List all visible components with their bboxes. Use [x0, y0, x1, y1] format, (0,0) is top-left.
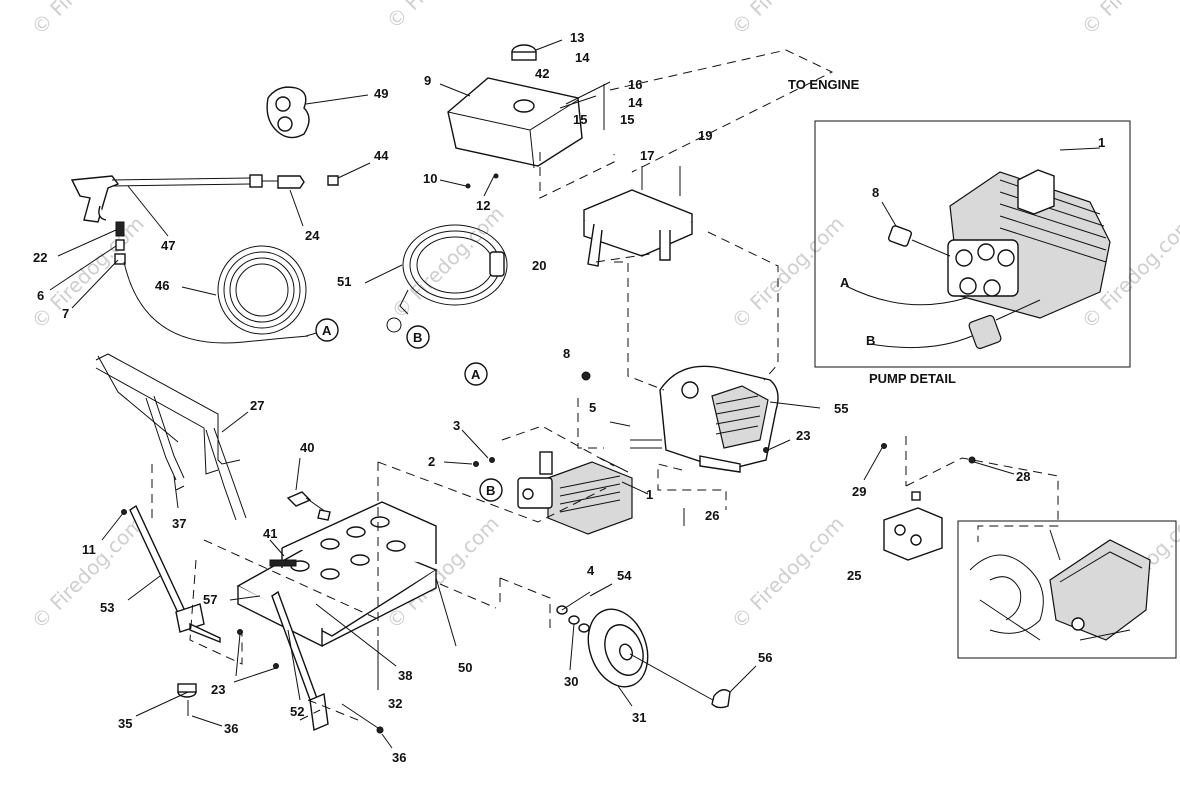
callout-31: 31 [632, 710, 646, 725]
pump-detail-caption: PUMP DETAIL [869, 371, 956, 386]
watermark: © Firedog.com [27, 511, 149, 633]
callout-47: 47 [161, 238, 175, 253]
circle-label-a: A [471, 367, 481, 382]
callout-19: 19 [698, 128, 712, 143]
part-40-bracket [286, 457, 331, 521]
callout-17: 17 [640, 148, 654, 163]
to-engine-caption: TO ENGINE [788, 77, 860, 92]
watermark: © Firedog.com [727, 211, 849, 333]
callout-40: 40 [300, 440, 314, 455]
callout-24: 24 [305, 228, 320, 243]
part-9-fuel-tank [439, 39, 611, 197]
parts-22-6-7-fittings [49, 221, 126, 309]
callout-9: 9 [424, 73, 431, 88]
callout-8: 8 [872, 185, 879, 200]
watermark: © Firedog.com [27, 0, 149, 40]
callout-35: 35 [118, 716, 132, 731]
callout-38: 38 [398, 668, 412, 683]
pump-detail-panel [814, 120, 1131, 368]
callout-26: 26 [705, 508, 719, 523]
callout-2: 2 [428, 454, 435, 469]
circle-callouts: A B A B [315, 317, 503, 502]
part-1-pump [517, 451, 649, 535]
watermark: © Firedog.com [382, 0, 504, 34]
callout-4: 4 [587, 563, 595, 578]
part-53-leg [129, 504, 221, 716]
part-49-nozzle-holder [266, 86, 369, 139]
part-31-wheel [556, 605, 731, 709]
detail-b-label: B [866, 333, 875, 348]
part-17-fuel-tank-bracket [583, 166, 693, 267]
part-51-garden-hose [364, 224, 508, 315]
part-46-high-pressure-hose [123, 245, 321, 344]
callout-27: 27 [250, 398, 264, 413]
callout-12: 12 [476, 198, 490, 213]
callout-50: 50 [458, 660, 472, 675]
callout-14: 14 [628, 95, 643, 110]
callout-16: 16 [628, 77, 642, 92]
callout-29: 29 [852, 484, 866, 499]
circle-label-a: A [322, 323, 332, 338]
callout-15: 15 [573, 112, 587, 127]
callout-30: 30 [564, 674, 578, 689]
callout-8: 8 [563, 346, 570, 361]
callout-55: 55 [834, 401, 848, 416]
callout-7: 7 [62, 306, 69, 321]
callout-5: 5 [589, 400, 596, 415]
part-27-handle [95, 353, 249, 521]
detail-a-label: A [840, 275, 850, 290]
callout-42: 42 [535, 66, 549, 81]
callout-22: 22 [33, 250, 47, 265]
callout-56: 56 [758, 650, 772, 665]
callout-10: 10 [423, 171, 437, 186]
callout-25: 25 [847, 568, 861, 583]
circle-label-b: B [486, 483, 495, 498]
watermark: © Firedog.com [27, 211, 149, 333]
part-25-cover [883, 491, 943, 561]
callout-28: 28 [1016, 469, 1030, 484]
watermark: © Firedog.com [1077, 0, 1180, 40]
callout-46: 46 [155, 278, 169, 293]
callout-54: 54 [617, 568, 632, 583]
callout-3: 3 [453, 418, 460, 433]
callout-11: 11 [82, 542, 96, 557]
callout-23: 23 [211, 682, 225, 697]
callout-1: 1 [1098, 135, 1105, 150]
callout-6: 6 [37, 288, 44, 303]
part-55-engine [630, 365, 821, 473]
watermark: © Firedog.com [727, 511, 849, 633]
callout-57: 57 [203, 592, 217, 607]
callout-14: 14 [575, 50, 590, 65]
engine-detail-panel [957, 520, 1177, 659]
circle-label-b: B [413, 330, 422, 345]
assembly-dashed-lines [151, 49, 1059, 721]
callout-37: 37 [172, 516, 186, 531]
callout-44: 44 [374, 148, 389, 163]
watermark: © Firedog.com [727, 0, 849, 40]
callout-36: 36 [224, 721, 238, 736]
callout-32: 32 [388, 696, 402, 711]
callout-1: 1 [646, 487, 653, 502]
callout-49: 49 [374, 86, 388, 101]
watermark-layer: © Firedog.com © Firedog.com © Firedog.co… [27, 0, 1180, 634]
callout-36: 36 [392, 750, 406, 765]
callout-20: 20 [532, 258, 546, 273]
callout-52: 52 [290, 704, 304, 719]
hardware-bits [101, 371, 1015, 749]
callout-51: 51 [337, 274, 351, 289]
callout-15: 15 [620, 112, 634, 127]
callout-41: 41 [263, 526, 277, 541]
callout-23: 23 [796, 428, 810, 443]
callout-13: 13 [570, 30, 584, 45]
callout-53: 53 [100, 600, 114, 615]
callout-labels: 1 1 2 3 4 5 6 7 8 8 9 10 11 12 13 14 14 … [33, 30, 1105, 765]
part-50-frame-base [236, 501, 457, 648]
part-47-spray-gun [70, 162, 371, 237]
